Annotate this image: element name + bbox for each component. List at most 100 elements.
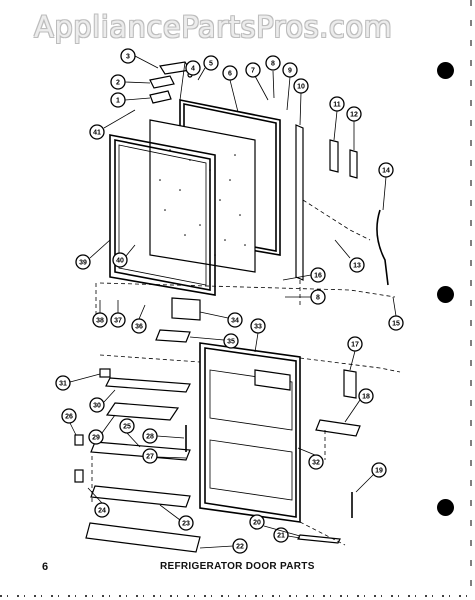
binder-hole-bottom xyxy=(437,499,454,516)
callout-2: 2 xyxy=(110,74,151,90)
callout-39: 39 xyxy=(75,239,111,270)
callout-10: 10 xyxy=(293,78,309,126)
svg-text:29: 29 xyxy=(92,435,100,442)
shelf-rail xyxy=(105,377,191,393)
svg-text:36: 36 xyxy=(135,324,143,331)
callout-4: 4 xyxy=(185,60,201,76)
svg-text:25: 25 xyxy=(123,424,131,431)
callout-35: 35 xyxy=(189,333,239,349)
callout-19: 19 xyxy=(355,462,387,493)
egg-tray xyxy=(105,402,180,421)
clip-31 xyxy=(99,368,111,378)
svg-text:24: 24 xyxy=(98,508,106,515)
callout-25: 25 xyxy=(119,418,141,448)
svg-text:38: 38 xyxy=(96,318,104,325)
shelf-end xyxy=(74,434,84,446)
door-shelf-upper xyxy=(90,441,191,461)
callout-36: 36 xyxy=(131,304,147,334)
door-gasket xyxy=(109,134,216,296)
svg-text:16: 16 xyxy=(314,273,322,280)
callout-20: 20 xyxy=(249,514,301,537)
inner-door-liner xyxy=(199,342,301,523)
callout-40: 40 xyxy=(112,244,136,268)
handle-base xyxy=(155,329,191,343)
svg-text:23: 23 xyxy=(182,521,190,528)
callout-8-top: 8 xyxy=(265,55,281,99)
svg-text:14: 14 xyxy=(382,168,390,175)
svg-text:9: 9 xyxy=(288,68,292,75)
svg-text:4: 4 xyxy=(191,66,195,73)
binder-hole-top xyxy=(437,62,454,79)
svg-text:12: 12 xyxy=(350,112,358,119)
hinge-plate xyxy=(149,75,175,89)
callout-11: 11 xyxy=(329,96,345,141)
callout-15: 15 xyxy=(388,296,404,331)
bracket-11 xyxy=(329,139,339,173)
svg-text:20: 20 xyxy=(253,520,261,527)
callout-41: 41 xyxy=(89,109,136,140)
svg-text:27: 27 xyxy=(146,454,154,461)
page-number: 6 xyxy=(42,561,49,573)
svg-text:5: 5 xyxy=(209,61,213,68)
callout-9: 9 xyxy=(282,62,298,111)
svg-text:19: 19 xyxy=(375,468,383,475)
callout-5: 5 xyxy=(197,55,219,81)
svg-text:31: 31 xyxy=(59,381,67,388)
callout-34: 34 xyxy=(199,311,243,328)
callout-6: 6 xyxy=(222,65,239,113)
callout-22: 22 xyxy=(199,538,248,554)
svg-text:1: 1 xyxy=(116,98,120,105)
watermark: AppliancePartsPros.com xyxy=(34,10,393,44)
insulation-panel xyxy=(149,119,256,273)
svg-text:26: 26 xyxy=(65,414,73,421)
callout-30: 30 xyxy=(89,389,116,413)
bracket-12 xyxy=(349,149,358,179)
callout-27: 27 xyxy=(142,448,187,464)
bottom-shelf xyxy=(85,522,201,553)
svg-text:10: 10 xyxy=(297,84,305,91)
callout-37: 37 xyxy=(110,300,126,328)
seal-18 xyxy=(315,419,361,437)
svg-text:17: 17 xyxy=(351,342,359,349)
svg-text:39: 39 xyxy=(79,260,87,267)
callout-33: 33 xyxy=(250,318,266,353)
svg-text:21: 21 xyxy=(277,533,285,540)
svg-text:8: 8 xyxy=(316,295,320,302)
dairy-door xyxy=(254,369,291,391)
callout-29: 29 xyxy=(88,414,116,445)
svg-text:34: 34 xyxy=(231,318,239,325)
svg-text:35: 35 xyxy=(227,339,235,346)
cover-17 xyxy=(343,369,357,399)
svg-text:13: 13 xyxy=(353,263,361,270)
callout-3: 3 xyxy=(120,48,159,69)
svg-text:11: 11 xyxy=(333,102,341,109)
diagram-caption: REFRIGERATOR DOOR PARTS xyxy=(160,561,315,572)
svg-text:28: 28 xyxy=(146,434,154,441)
svg-text:3: 3 xyxy=(126,54,130,61)
shelf-end-lower xyxy=(74,469,84,483)
svg-text:40: 40 xyxy=(116,258,124,265)
callout-31: 31 xyxy=(55,373,101,391)
callout-16: 16 xyxy=(282,267,326,283)
svg-text:32: 32 xyxy=(312,460,320,467)
callout-18: 18 xyxy=(344,388,374,423)
callout-7: 7 xyxy=(245,62,269,101)
wire-harness xyxy=(376,209,389,286)
hinge-shim xyxy=(149,90,172,104)
svg-text:6: 6 xyxy=(228,71,232,78)
callout-14: 14 xyxy=(378,162,394,211)
svg-text:2: 2 xyxy=(116,80,120,87)
callout-12: 12 xyxy=(346,106,362,150)
callout-17: 17 xyxy=(347,336,363,371)
callout-38: 38 xyxy=(92,300,108,328)
svg-text:33: 33 xyxy=(254,324,262,331)
callout-13: 13 xyxy=(334,239,365,273)
svg-text:7: 7 xyxy=(251,68,255,75)
callout-28: 28 xyxy=(142,428,185,444)
callout-8-mid: 8 xyxy=(285,289,326,305)
svg-text:41: 41 xyxy=(93,130,101,137)
svg-text:15: 15 xyxy=(392,321,400,328)
callout-32: 32 xyxy=(297,447,324,470)
svg-text:37: 37 xyxy=(114,318,122,325)
